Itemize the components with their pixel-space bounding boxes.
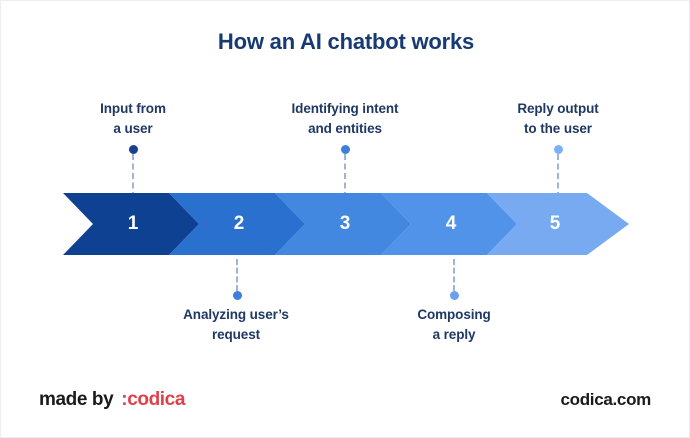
arrow-segment-3 (275, 193, 411, 255)
footer-made-by: made by :codica (39, 389, 185, 411)
arrow-segment-5 (487, 193, 629, 255)
callout-line-1: Composing (417, 307, 491, 322)
connector-dot (232, 291, 242, 300)
callout-label-step-2: Analyzing user’s request (146, 305, 326, 345)
callout-label-step-3: Identifying intent and entities (255, 99, 435, 139)
arrow-segment-1 (63, 193, 199, 255)
segment-number-4: 4 (445, 213, 457, 234)
callout-line-1: Reply output (517, 101, 599, 116)
connector-dot (553, 145, 563, 154)
callout-line-1: Analyzing user’s (183, 307, 289, 322)
connector-dash-line (453, 259, 455, 291)
callout-label-step-4: Composing a reply (364, 305, 544, 345)
process-arrow-band: 1 2 3 4 5 (63, 193, 629, 255)
callout-label-step-5: Reply output to the user (468, 99, 648, 139)
callout-line-2: a user (113, 121, 153, 136)
connector-step-3 (335, 145, 355, 198)
segment-number-1: 1 (127, 213, 139, 234)
callout-line-2: a reply (432, 327, 476, 342)
arrow-segment-4 (381, 193, 517, 255)
callout-line-2: to the user (524, 121, 592, 136)
connector-step-1 (123, 145, 143, 198)
segment-number-2: 2 (233, 213, 245, 234)
process-arrow-svg (63, 193, 629, 255)
callout-line-1: Identifying intent (291, 101, 399, 116)
connector-dash-line (236, 259, 238, 291)
segment-number-5: 5 (549, 213, 561, 234)
connector-dash-line (557, 154, 559, 198)
segment-number-3: 3 (339, 213, 351, 234)
arrow-segment-2 (169, 193, 305, 255)
callout-line-2: and entities (308, 121, 382, 136)
callout-line-2: request (211, 327, 261, 342)
codica-logo: :codica (121, 389, 186, 410)
connector-dot (128, 145, 138, 154)
connector-dash-line (344, 154, 346, 198)
page-title: How an AI chatbot works (217, 29, 475, 54)
made-by-text: made by (39, 389, 114, 410)
callout-line-1: Input from (100, 101, 166, 116)
connector-step-2 (227, 259, 247, 300)
connector-step-5 (548, 145, 568, 198)
callout-label-step-1: Input from a user (43, 99, 223, 139)
connector-dot (449, 291, 459, 300)
connector-dash-line (132, 154, 134, 198)
footer-website[interactable]: codica.com (560, 390, 651, 409)
connector-step-4 (444, 259, 464, 300)
connector-dot (340, 145, 350, 154)
